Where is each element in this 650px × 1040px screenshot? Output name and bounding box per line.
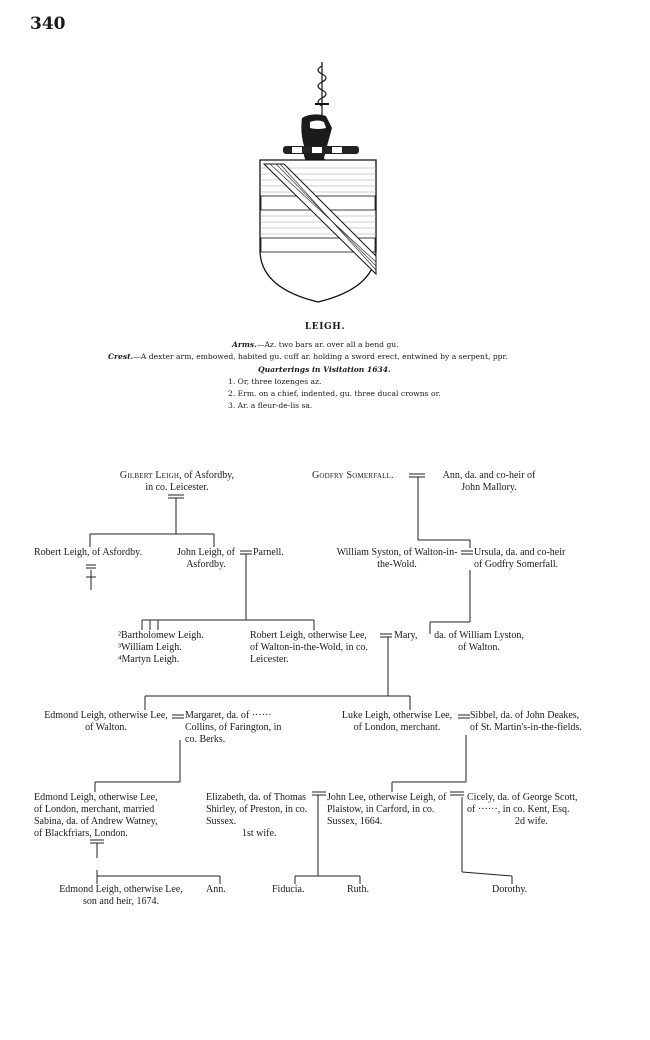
person-desc: Sibbel, da. of John Deakes, [470,710,580,721]
person-desc: Ann, da. and co-heir of [442,470,536,481]
person-john-lee: John Lee, otherwise Leigh, of Plaistow, … [327,792,446,828]
quartering-item: 2. Erm. on a chief, indented, gu. three … [228,389,441,398]
person-margaret-collins: Margaret, da. of ······ Collins, of Fari… [185,710,281,746]
person-desc: Sabina, da. of Andrew Watney, [34,816,158,827]
person-desc: Margaret, da. of ······ [185,710,272,721]
person-cicely-scott: Cicely, da. of George Scott, of ······, … [467,792,578,828]
person-desc: Leicester. [250,654,289,665]
family-title: LEIGH. [304,322,346,332]
person-sibbel-deakes: Sibbel, da. of John Deakes, of St. Marti… [470,710,582,734]
crest-line: Crest.—A dexter arm, embowed, habited gu… [108,351,508,362]
person-edmond-leigh-heir: Edmond Leigh, otherwise Lee, son and hei… [46,884,196,908]
person-desc: John Leigh, of [176,547,236,558]
person-john-leigh: John Leigh, of Asfordby. [170,547,242,571]
person-desc: John Lee, otherwise Leigh, of [327,792,447,803]
person-edmond-leigh-walton: Edmond Leigh, otherwise Lee, of Walton. [40,710,172,734]
person-desc: co. Berks. [185,734,226,745]
person-dorothy: Dorothy. [492,884,528,895]
person-desc: of Walton. [458,642,500,653]
quartering-item: 3. Ar. a fleur-de-lis sa. [228,401,313,410]
person-desc: in co. Leicester. [145,482,209,493]
person-desc: Sussex, 1664. [327,816,383,827]
person-robert-leigh: Robert Leigh, of Asfordby. [34,547,142,558]
person-desc: Ursula, da. and co-heir [474,547,566,558]
person-desc: Edmond Leigh, otherwise Lee, [44,710,168,721]
person-desc: of St. Martin's-in-the-fields. [470,722,582,733]
arms-label: Arms. [232,340,257,349]
person-desc: of London, merchant, married [34,804,155,815]
person-ann-mallory: Ann, da. and co-heir of John Mallory. [424,470,554,494]
person-desc: of ······, in co. Kent, Esq. [467,804,570,815]
person-desc: 2d wife. [515,816,548,827]
arms-line: Arms.—Az. two bars ar. over all a bend g… [232,339,399,350]
person-mary-lyston: da. of William Lyston, of Walton. [420,630,538,654]
person-ann: Ann. [206,884,226,895]
person-desc: Edmond Leigh, otherwise Lee, [34,792,158,803]
person-desc: Sussex. [206,816,237,827]
person-desc: Plaistow, in Carford, in co. [327,804,435,815]
person-ursula: Ursula, da. and co-heir of Godfry Somerf… [474,547,565,571]
person-luke-leigh: Luke Leigh, otherwise Lee, of London, me… [334,710,460,734]
quartering-item: 1. Or, three lozenges az. [228,377,322,386]
person-mary: Mary, [394,630,418,641]
person-desc: Edmond Leigh, otherwise Lee, [59,884,183,895]
person-desc: da. of William Lyston, [434,630,524,641]
person-desc: of Blackfriars, London. [34,828,128,839]
crest-text: —A dexter arm, embowed, habited gu. cuff… [133,352,508,361]
person-martyn-leigh: ⁴Martyn Leigh. [118,654,180,665]
page-number: 340 [30,14,66,34]
coat-of-arms-icon [259,62,377,303]
person-gilbert-leigh: Gilbert Leigh, of Asfordby, in co. Leice… [92,470,262,494]
person-desc: , of Asfordby, [179,470,235,481]
person-desc: Collins, of Farington, in [185,722,282,733]
person-desc: Robert Leigh, otherwise Lee, [250,630,367,641]
person-desc: Cicely, da. of George Scott, [467,792,578,803]
person-desc: of London, merchant. [353,722,441,733]
person-elizabeth-shirley: Elizabeth, da. of Thomas Shirley, of Pre… [206,792,307,840]
person-parnell: Parnell. [253,547,284,558]
person-william-syston: William Syston, of Walton-in- the-Wold. [330,547,464,571]
person-desc: 1st wife. [242,828,277,839]
person-desc: the-Wold. [377,559,417,570]
person-fiducia: Fiducia. [272,884,305,895]
crest-label: Crest. [108,352,134,361]
person-edmond-leigh-london: Edmond Leigh, otherwise Lee, of London, … [34,792,158,840]
person-bartholomew-leigh: ²Bartholomew Leigh. [118,630,204,641]
person-desc: Asfordby. [186,559,226,570]
person-desc: Luke Leigh, otherwise Lee, [341,710,453,721]
person-desc: Elizabeth, da. of Thomas [206,792,307,803]
person-name: Gilbert Leigh [119,470,180,481]
person-desc: John Mallory. [461,482,517,493]
person-desc: of Walton-in-the-Wold, in co. [250,642,368,653]
person-godfry-somerfall: Godfry Somerfall. [312,470,394,481]
person-ruth: Ruth. [347,884,369,895]
person-desc: Shirley, of Preston, in co. [206,804,308,815]
person-desc: of Godfry Somerfall. [474,559,559,570]
quarterings-heading: Quarterings in Visitation 1634. [258,365,391,374]
person-desc: son and heir, 1674. [83,896,159,907]
person-desc: William Syston, of Walton-in- [336,547,458,558]
person-desc: of Walton. [85,722,127,733]
arms-text: —Az. two bars ar. over all a bend gu. [256,340,399,349]
person-william-leigh: ³William Leigh. [118,642,182,653]
person-robert-leigh-lee: Robert Leigh, otherwise Lee, of Walton-i… [250,630,368,666]
